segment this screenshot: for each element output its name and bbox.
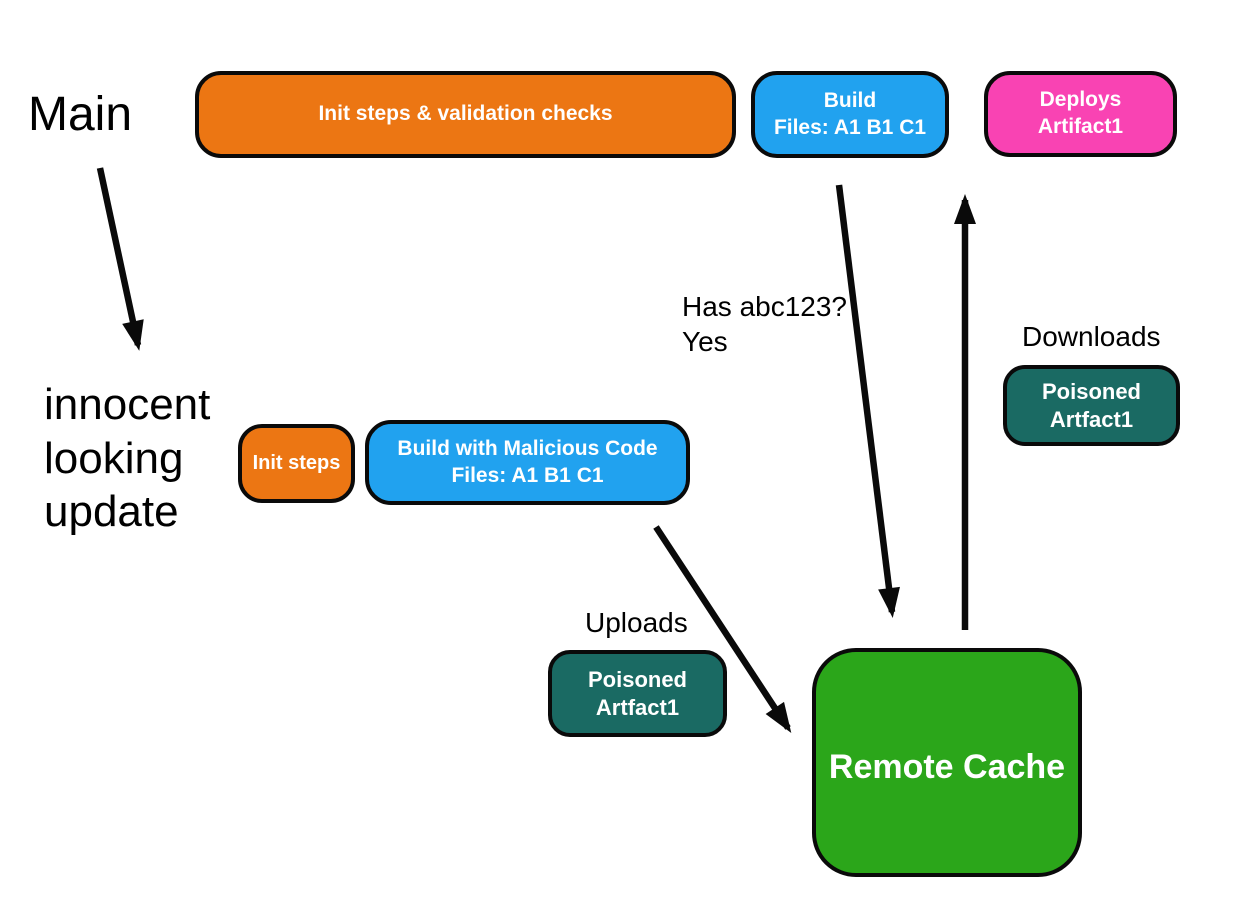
innocent-update-label: innocent looking update [44, 380, 211, 537]
cache-check-label: Has abc123? Yes [682, 291, 848, 357]
main-branch-label: Main [28, 88, 133, 141]
arrow-build-to-remote-cache [835, 184, 900, 618]
uploads-label: Uploads [585, 607, 688, 638]
node-poisoned-artifact-download: Poisoned Artfact1 [1003, 365, 1180, 446]
node-poisoned-artifact-upload: Poisoned Artfact1 [548, 650, 727, 737]
arrow-main-to-branch [96, 167, 144, 351]
node-init-validation-checks: Init steps & validation checks [195, 71, 736, 158]
node-build-with-malicious-code: Build with Malicious Code Files: A1 B1 C… [365, 420, 690, 505]
node-build-files: Build Files: A1 B1 C1 [751, 71, 949, 158]
node-remote-cache: Remote Cache [812, 648, 1082, 877]
node-deploys-artifact1: Deploys Artifact1 [984, 71, 1177, 157]
downloads-label: Downloads [1022, 321, 1161, 352]
node-init-steps: Init steps [238, 424, 355, 503]
